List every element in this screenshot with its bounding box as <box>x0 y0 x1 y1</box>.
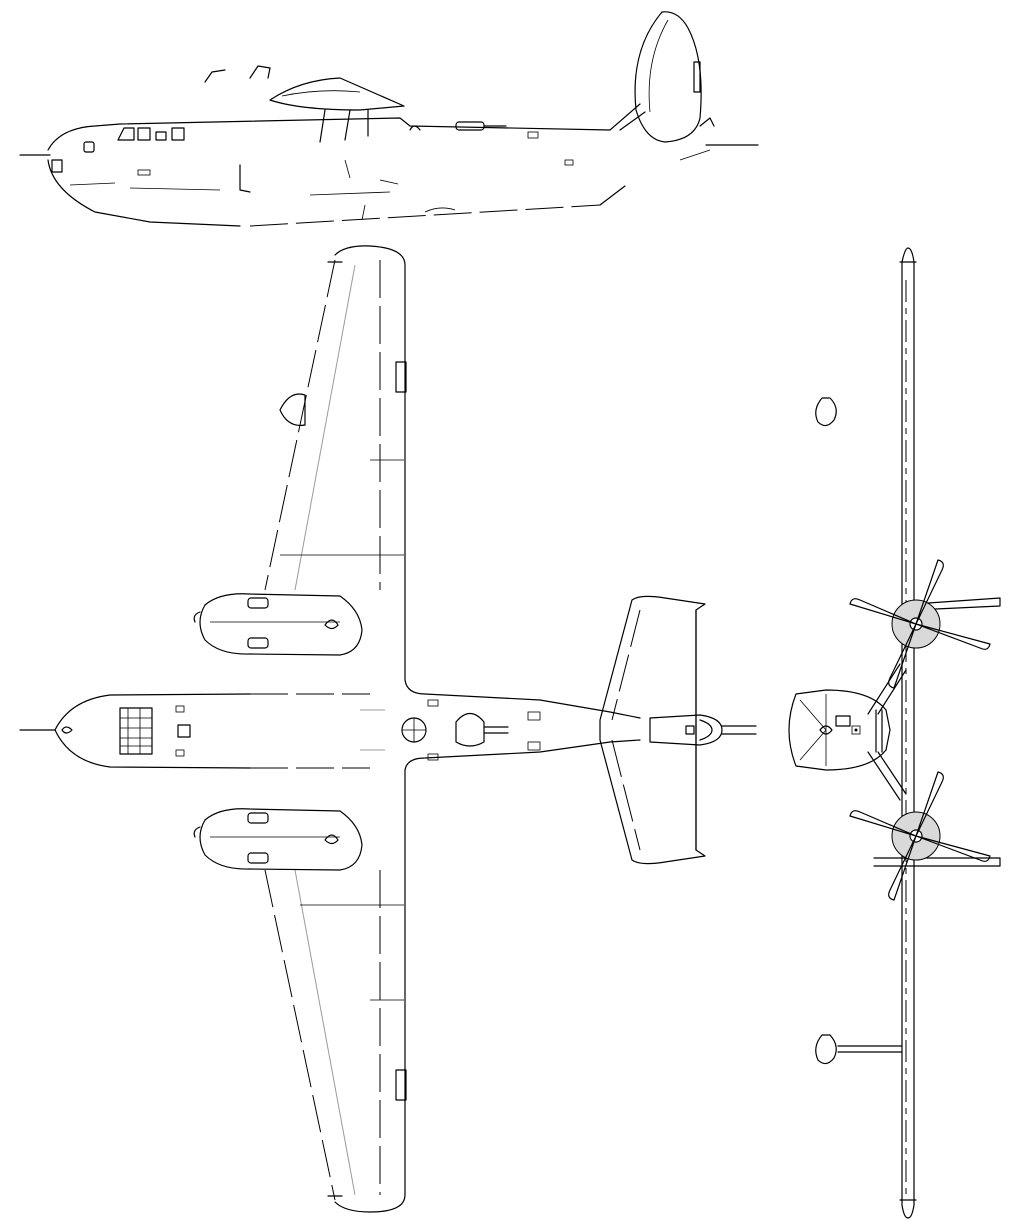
fuselage-top <box>19 679 641 771</box>
main-wing <box>264 245 407 1213</box>
side-view <box>19 11 759 227</box>
float-upper <box>815 397 837 427</box>
engine-nacelle-left <box>193 593 363 656</box>
float-lower <box>815 1034 837 1065</box>
waist-turret <box>455 712 485 747</box>
fuselage-front <box>788 689 891 771</box>
engine-nacelle-right <box>193 808 363 871</box>
vertical-fin <box>609 11 759 161</box>
propeller-upper <box>849 559 991 689</box>
front-view <box>788 247 1001 1219</box>
horizontal-stabilizer <box>599 595 757 865</box>
cockpit-grid <box>119 707 191 755</box>
top-view <box>19 245 757 1213</box>
propeller-lower <box>849 771 991 901</box>
cockpit-windows <box>51 127 185 173</box>
